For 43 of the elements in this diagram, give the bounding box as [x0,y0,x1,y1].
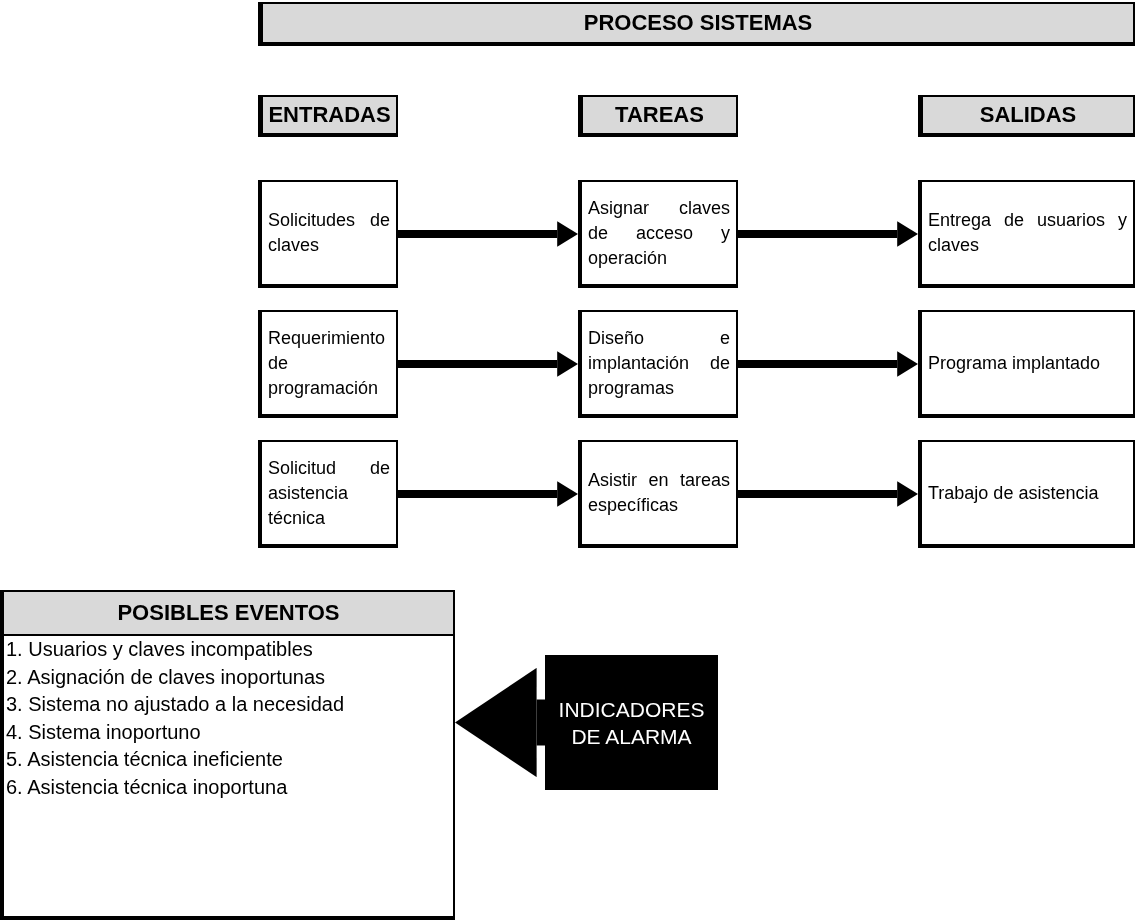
box-text: Requerimiento de programación [268,326,387,400]
process-box [578,310,738,418]
box-text: Entrega de usuarios y claves [928,209,1127,257]
process-box [578,440,738,548]
header-box [578,95,738,137]
arrow [398,221,578,247]
events-panel [0,590,455,920]
box-text: Diseño e implantación de programas [588,326,730,400]
arrow [738,221,918,247]
header-box [918,95,1135,137]
block-arrow [455,667,545,778]
box-text: Asistir en tareas específicas [588,469,730,517]
list-item: 5. Asistencia técnica ineficiente [5,747,284,772]
box-text: Trabajo de asistencia [928,481,1100,505]
header-text: TAREAS [615,102,704,128]
header-box [258,95,398,137]
header-text: SALIDAS [979,102,1077,128]
process-box [918,180,1135,288]
arrow [738,481,918,507]
process-box [258,180,398,288]
list-item: 6. Asistencia técnica inoportuna [5,774,289,800]
arrow [398,351,578,377]
list-item: 3. Sistema no ajustado a la necesidad [5,692,345,717]
panel-header: POSIBLES EVENTOS [4,592,453,636]
box-text: Solicitud de asistencia técnica [268,456,390,530]
header-text: ENTRADAS [268,102,391,128]
process-box [578,180,738,288]
box-text: Programa implantado [928,351,1102,375]
indicator-box [545,655,718,790]
box-text: Asignar claves de acceso y operación [588,196,730,270]
list-item: 1. Usuarios y claves incompatibles [5,637,314,662]
list-item: 4. Sistema inoportuno [5,719,202,745]
process-box [258,310,398,418]
header-box [258,2,1135,46]
arrow [398,481,578,507]
arrow [738,351,918,377]
process-box [918,440,1135,548]
list-item: 2. Asignación de claves inoportunas [5,664,327,690]
process-box [918,310,1135,418]
header-text: PROCESO SISTEMAS [583,10,813,36]
indicator-text: INDICADORES DE ALARMA [557,696,706,750]
process-box [258,440,398,548]
box-text: Solicitudes de claves [268,209,390,257]
